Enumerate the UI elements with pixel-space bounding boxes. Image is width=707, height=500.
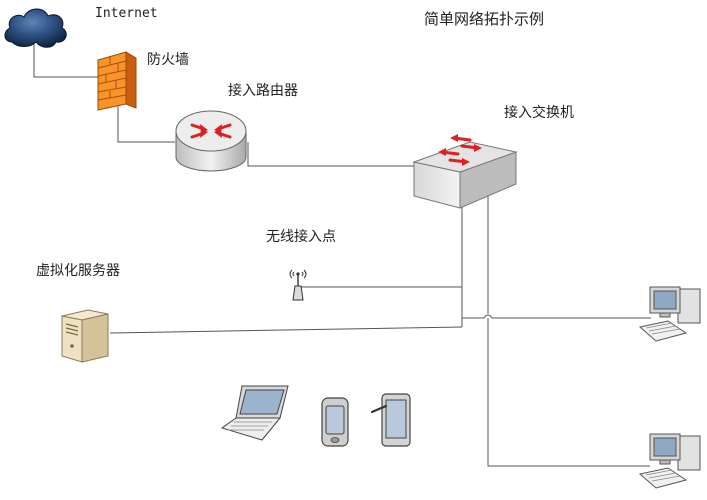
- switch-label: 接入交换机: [504, 105, 574, 121]
- tablet-icon: [370, 393, 411, 447]
- virtual-server-label: 虚拟化服务器: [36, 263, 120, 279]
- diagram-title: 简单网络拓扑示例: [424, 10, 545, 28]
- smartphone-icon: [321, 397, 349, 447]
- link-router-switch: [247, 142, 414, 167]
- server-icon: [61, 309, 109, 363]
- internet-label: Internet: [95, 6, 158, 21]
- link-internet-firewall: [33, 42, 98, 78]
- link-switch-desktop-1: [462, 314, 651, 319]
- wireless-ap-icon: [289, 269, 307, 301]
- desktop-computer-icon: [638, 286, 701, 342]
- wireless-ap-label: 无线接入点: [266, 229, 336, 245]
- link-switch-desktop-2: [487, 318, 650, 467]
- switch-icon: [412, 134, 518, 209]
- cloud-icon: [4, 8, 67, 48]
- desktop-computer-icon: [638, 433, 701, 489]
- firewall-icon: [97, 51, 137, 111]
- laptop-icon: [220, 385, 289, 441]
- firewall-label: 防火墙: [147, 52, 189, 68]
- link-switch-server: [109, 326, 463, 334]
- router-label: 接入路由器: [228, 83, 298, 99]
- router-icon: [175, 110, 247, 172]
- link-firewall-router: [117, 105, 175, 143]
